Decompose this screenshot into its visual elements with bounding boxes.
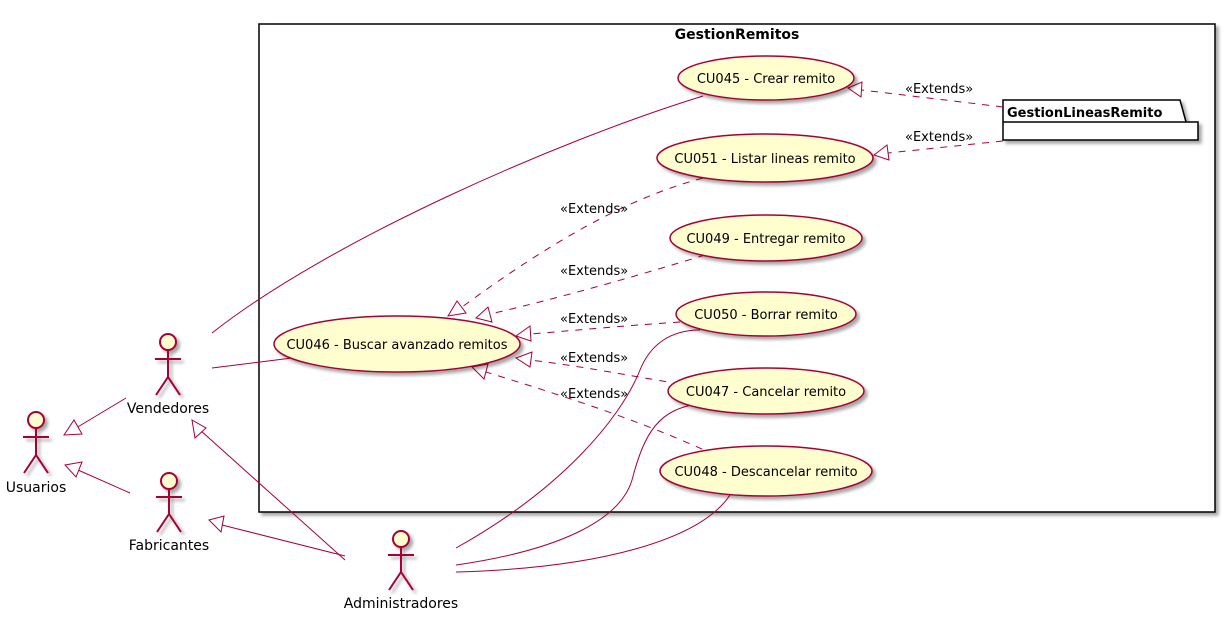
use-case-label: CU048 - Descancelar remito xyxy=(674,465,857,480)
extends-label: «Extends» xyxy=(905,130,973,145)
use-case-label: CU051 - Listar lineas remito xyxy=(674,152,855,167)
extends-label: «Extends» xyxy=(560,202,628,217)
package-gestionlineasremito: GestionLineasRemito xyxy=(1002,99,1199,141)
use-case-cu051[interactable]: CU051 - Listar lineas remito xyxy=(656,133,874,183)
ext-cu047-cu046 xyxy=(529,359,681,385)
gen-fabricantes-usuarios xyxy=(77,469,131,494)
use-case-label: CU050 - Borrar remito xyxy=(694,308,838,323)
ext-cu050-cu046 xyxy=(529,321,681,335)
gen-admin-fabricantes xyxy=(221,524,346,557)
use-case-cu046[interactable]: CU046 - Buscar avanzado remitos xyxy=(273,315,521,373)
actor-label-vendedores: Vendedores xyxy=(127,401,209,417)
actor-usuarios[interactable] xyxy=(23,411,49,474)
assoc-admin-cu047 xyxy=(455,403,698,566)
use-case-cu050[interactable]: CU050 - Borrar remito xyxy=(675,291,857,337)
use-case-cu045[interactable]: CU045 - Crear remito xyxy=(677,55,855,101)
use-case-label: CU047 - Cancelar remito xyxy=(686,385,846,400)
associations xyxy=(211,95,731,573)
use-case-cu048[interactable]: CU048 - Descancelar remito xyxy=(659,445,873,497)
use-cases: CU045 - Crear remito CU051 - Listar line… xyxy=(273,55,874,497)
ext-package-cu051 xyxy=(887,140,1004,154)
assoc-admin-cu050 xyxy=(455,329,701,549)
gen-admin-vendedores xyxy=(199,429,346,561)
actor-administradores[interactable] xyxy=(388,530,414,591)
actor-vendedores[interactable] xyxy=(155,333,181,396)
extends-relations xyxy=(447,81,1004,456)
package-title: GestionLineasRemito xyxy=(1007,106,1162,121)
extends-label: «Extends» xyxy=(560,387,628,402)
actor-fabricantes[interactable] xyxy=(156,472,182,533)
extends-label: «Extends» xyxy=(560,312,628,327)
extends-label: «Extends» xyxy=(905,82,973,97)
gen-vendedores-usuarios xyxy=(75,397,127,429)
extends-label: «Extends» xyxy=(560,351,628,366)
use-case-cu047[interactable]: CU047 - Cancelar remito xyxy=(667,367,865,415)
use-case-label: CU049 - Entregar remito xyxy=(686,232,845,247)
assoc-vendedores-cu046 xyxy=(211,357,293,369)
actor-label-administradores: Administradores xyxy=(344,596,458,612)
use-case-cu049[interactable]: CU049 - Entregar remito xyxy=(669,214,863,262)
assoc-admin-cu048 xyxy=(455,494,731,573)
extends-label: «Extends» xyxy=(560,264,628,279)
use-case-label: CU046 - Buscar avanzado remitos xyxy=(286,338,507,353)
ext-cu048-cu046 xyxy=(485,371,716,456)
ext-cu051-cu046 xyxy=(461,177,704,308)
assoc-vendedores-cu045 xyxy=(211,95,704,334)
actor-label-usuarios: Usuarios xyxy=(6,480,67,496)
actor-label-fabricantes: Fabricantes xyxy=(129,538,209,554)
generalizations xyxy=(63,397,346,561)
ext-package-cu045 xyxy=(861,89,1004,108)
system-title: GestionRemitos xyxy=(675,27,800,43)
extends-labels: «Extends» «Extends» «Extends» «Extends» … xyxy=(560,82,973,402)
use-case-label: CU045 - Crear remito xyxy=(697,72,835,87)
